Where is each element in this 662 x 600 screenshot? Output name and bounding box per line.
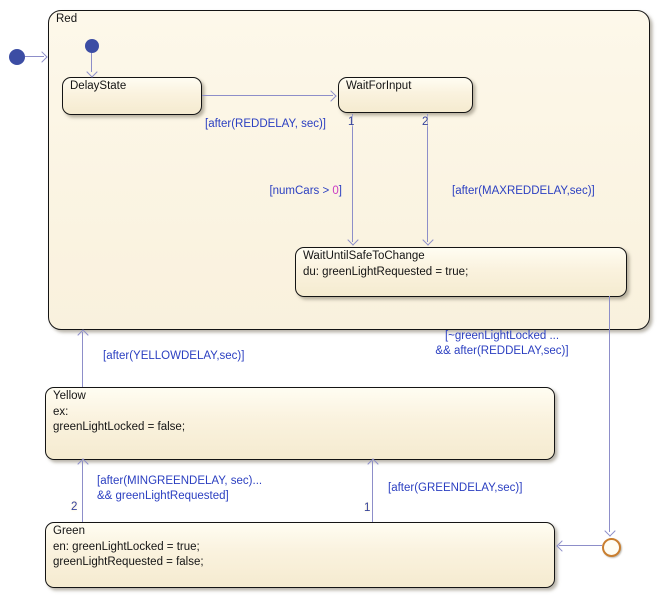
state-yellow-body-line1: ex: bbox=[53, 406, 69, 418]
arrowhead-into-green bbox=[556, 540, 568, 552]
junction[interactable] bbox=[602, 538, 621, 557]
transition-order-badge: 1 bbox=[364, 502, 371, 514]
state-green-body-line2: greenLightRequested = false; bbox=[53, 556, 204, 568]
state-delaystate-title: DelayState bbox=[70, 80, 127, 92]
state-yellow-title: Yellow bbox=[53, 390, 86, 402]
transition-green-to-yellow-1[interactable] bbox=[372, 461, 373, 522]
label-numcars-post: ] bbox=[338, 185, 342, 197]
transition-safe-to-junction[interactable] bbox=[609, 296, 610, 532]
transition-order-badge: 2 bbox=[71, 501, 78, 513]
default-transition-dot-chart[interactable] bbox=[9, 49, 25, 65]
transition-junction-to-green[interactable] bbox=[559, 545, 602, 546]
transition-order-badge: 1 bbox=[348, 116, 355, 128]
label-numcars-value: 0 bbox=[332, 185, 339, 197]
transition-label-mingreendelay[interactable]: [after(MINGREENDELAY, sec)... && greenLi… bbox=[97, 474, 262, 504]
transition-label-numcars[interactable]: [numCars > 0] bbox=[230, 184, 342, 199]
state-waitforinput[interactable]: WaitForInput bbox=[338, 77, 473, 113]
arrowhead-into-yellow-right bbox=[367, 458, 379, 470]
state-waitforinput-title: WaitForInput bbox=[346, 80, 412, 92]
state-green-title: Green bbox=[53, 525, 85, 537]
transition-label-greenlightlocked[interactable]: [~greenLightLocked ... && after(REDDELAY… bbox=[424, 329, 580, 359]
transition-label-reddelay[interactable]: [after(REDDELAY, sec)] bbox=[205, 118, 327, 130]
arrowhead-into-junction bbox=[604, 525, 616, 537]
state-yellow[interactable]: Yellow ex: greenLightLocked = false; bbox=[45, 387, 555, 460]
default-transition-dot-red[interactable] bbox=[85, 39, 99, 53]
transition-order-badge: 2 bbox=[422, 116, 429, 128]
label-numcars-pre: [numCars > bbox=[269, 185, 333, 197]
state-green[interactable]: Green en: greenLightLocked = true; green… bbox=[45, 522, 555, 588]
transition-green-to-yellow-2[interactable] bbox=[82, 461, 83, 522]
state-waituntilsafetochange-title: WaitUntilSafeToChange bbox=[303, 250, 425, 262]
transition-yellow-to-red[interactable] bbox=[82, 332, 83, 387]
label-mingreendelay-line2: && greenLightRequested] bbox=[97, 490, 229, 502]
state-delaystate[interactable]: DelayState bbox=[62, 77, 202, 115]
transition-waitforinput-to-safe-2[interactable] bbox=[427, 114, 428, 242]
state-green-body-line1: en: greenLightLocked = true; bbox=[53, 541, 200, 553]
label-greenlightlocked-line2: && after(REDDELAY,sec)] bbox=[435, 345, 569, 357]
default-transition-line-red[interactable] bbox=[91, 53, 92, 72]
arrowhead-into-red bbox=[36, 51, 48, 63]
transition-label-yellowdelay[interactable]: [after(YELLOWDELAY,sec)] bbox=[103, 350, 245, 362]
transition-label-greendelay[interactable]: [after(GREENDELAY,sec)] bbox=[388, 482, 523, 494]
default-transition-line-chart[interactable] bbox=[25, 56, 44, 57]
transition-delay-to-waitforinput[interactable] bbox=[202, 95, 333, 96]
arrowhead-into-yellow-left bbox=[77, 458, 89, 470]
arrowhead-into-red-bottom bbox=[77, 329, 89, 341]
state-waituntilsafetochange-body: du: greenLightRequested = true; bbox=[303, 266, 469, 278]
transition-waitforinput-to-safe-1[interactable] bbox=[352, 114, 353, 242]
state-yellow-body-line2: greenLightLocked = false; bbox=[53, 421, 186, 433]
transition-label-maxreddelay[interactable]: [after(MAXREDDELAY,sec)] bbox=[452, 185, 595, 197]
label-greenlightlocked-line1: [~greenLightLocked ... bbox=[444, 330, 560, 342]
state-red-title: Red bbox=[56, 13, 78, 25]
state-waituntilsafetochange[interactable]: WaitUntilSafeToChange du: greenLightRequ… bbox=[295, 247, 627, 297]
label-mingreendelay-line1: [after(MINGREENDELAY, sec)... bbox=[97, 475, 263, 487]
